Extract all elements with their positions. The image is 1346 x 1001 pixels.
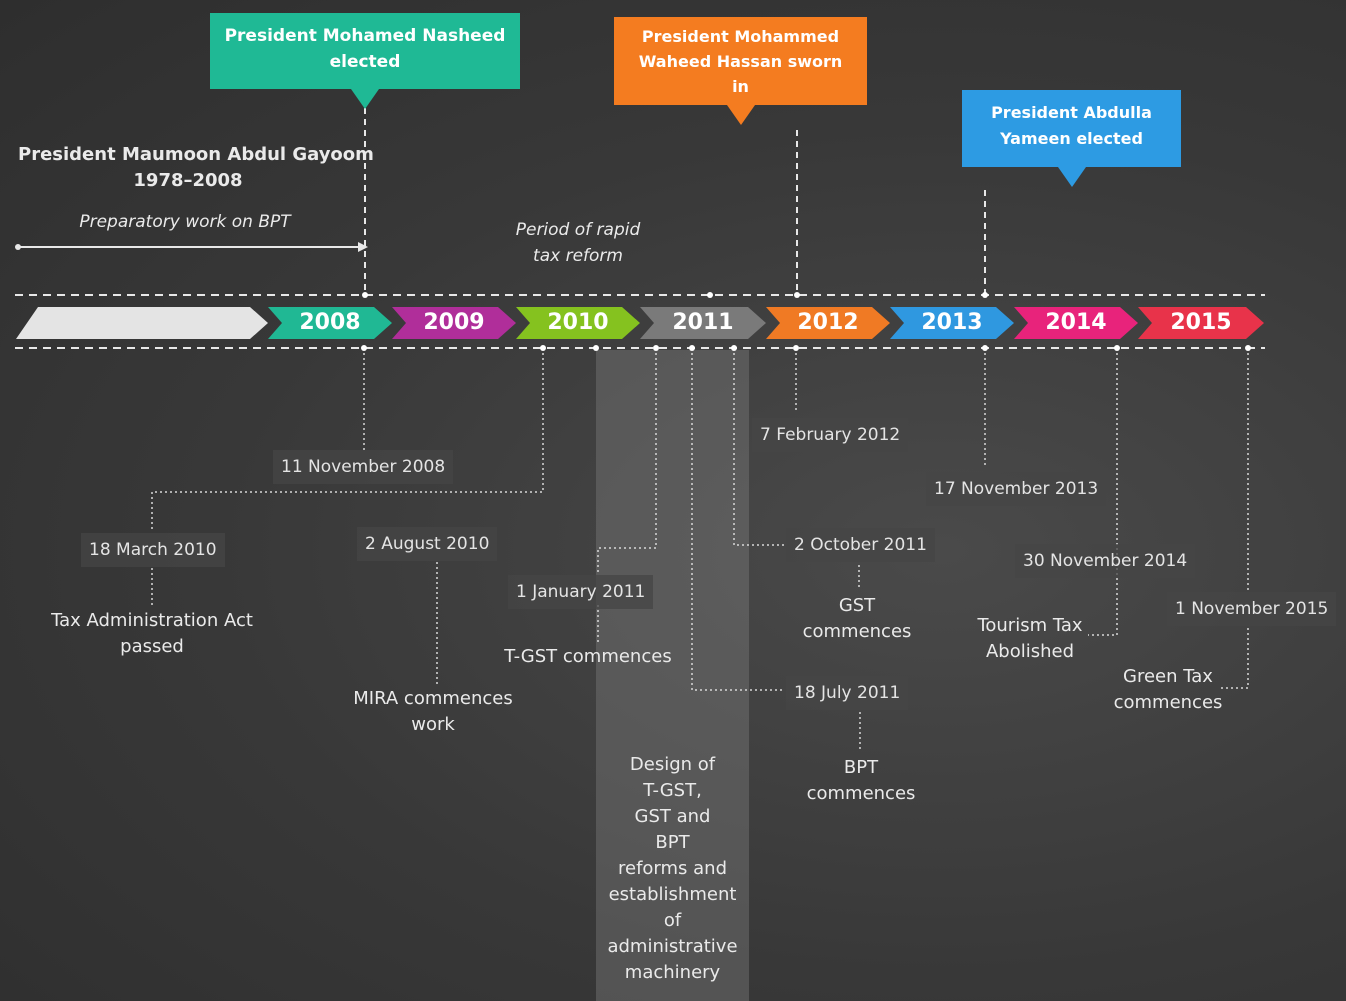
year-2015: 2015 (1138, 307, 1264, 339)
design-line-8: administrative (607, 936, 738, 957)
date-2-oct-2011: 2 October 2011 (786, 528, 935, 562)
design-line-3: GST and (634, 806, 711, 827)
date-17-nov-2013: 17 November 2013 (926, 472, 1107, 506)
event-gst-line1: GST (838, 595, 876, 616)
design-line-5: reforms and (617, 858, 727, 879)
year-2010: 2010 (516, 307, 640, 339)
event-green-tax-line2: commences (1113, 692, 1223, 713)
date-1-nov-2015: 1 November 2015 (1167, 592, 1337, 626)
event-tax-admin-act-line2: passed (120, 636, 184, 657)
design-line-9: machinery (624, 962, 721, 983)
design-line-4: BPT (655, 832, 690, 853)
year-2008: 2008 (268, 307, 392, 339)
callout-waheed-text: President Mohammed Waheed Hassan sworn i… (638, 27, 843, 96)
date-18-jul-2011: 18 July 2011 (786, 676, 909, 710)
year-2011: 2011 (640, 307, 766, 339)
design-line-7: of (663, 910, 682, 931)
event-mira-line1: MIRA commences (353, 688, 513, 709)
date-1-jan-2011: 1 January 2011 (508, 575, 654, 609)
design-line-2: T-GST, (643, 780, 702, 801)
date-11-nov-2008: 11 November 2008 (273, 450, 454, 484)
event-tourism-tax-line1: Tourism Tax (977, 615, 1083, 636)
event-tgst: T-GST commences (504, 646, 672, 667)
event-tourism-tax-line2: Abolished (985, 641, 1075, 662)
event-green-tax-line1: Green Tax (1123, 666, 1213, 687)
rapid-reform-line1: Period of rapid (515, 220, 641, 240)
date-18-mar-2010: 18 March 2010 (81, 533, 225, 567)
event-bpt-line2: commences (806, 783, 916, 804)
callout-nasheed: President Mohamed Nasheed elected (210, 13, 520, 109)
callout-nasheed-text: President Mohamed Nasheed elected (224, 26, 506, 72)
gayoom-name: President Maumoon Abdul Gayoom (18, 144, 374, 165)
callout-waheed: President Mohammed Waheed Hassan sworn i… (614, 17, 867, 125)
design-line-1: Design of (629, 754, 716, 775)
year-2014: 2014 (1014, 307, 1138, 339)
date-2-aug-2010: 2 August 2010 (357, 527, 498, 561)
event-bpt-line1: BPT (843, 757, 879, 778)
design-period-band (596, 350, 749, 1001)
date-30-nov-2014: 30 November 2014 (1015, 544, 1196, 578)
year-2009: 2009 (392, 307, 516, 339)
gayoom-years: 1978–2008 (133, 170, 243, 191)
event-mira-line2: work (411, 714, 455, 735)
year-pre (16, 307, 268, 339)
year-2013: 2013 (890, 307, 1014, 339)
event-gst-line2: commences (802, 621, 912, 642)
design-line-6: establishment (608, 884, 737, 905)
date-7-feb-2012: 7 February 2012 (752, 418, 909, 452)
year-2012: 2012 (766, 307, 890, 339)
callout-yameen: President Abdulla Yameen elected (962, 90, 1181, 187)
event-tax-admin-act-line1: Tax Administration Act (51, 610, 253, 631)
callout-yameen-text: President Abdulla Yameen elected (991, 103, 1152, 148)
preparatory-label: Preparatory work on BPT (79, 212, 291, 232)
rapid-reform-line2: tax reform (533, 246, 623, 266)
